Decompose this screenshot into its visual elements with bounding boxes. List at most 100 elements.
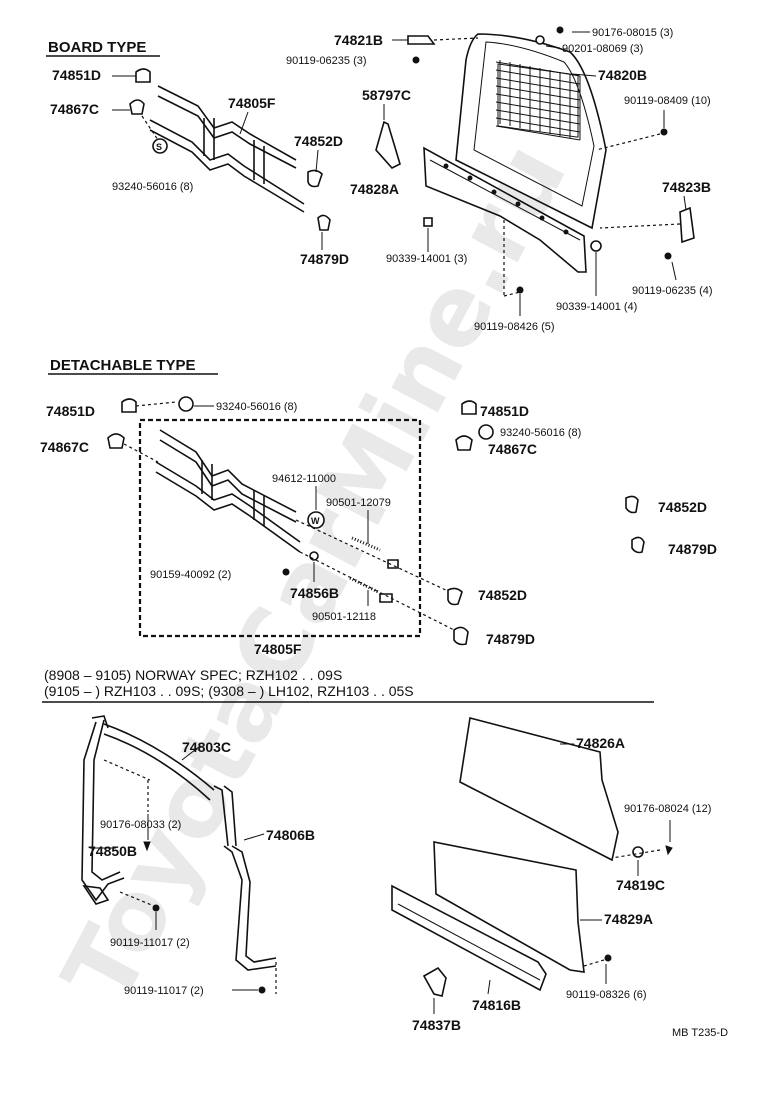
label: 74856B	[290, 585, 339, 601]
grommet-icon	[423, 217, 433, 227]
leader	[571, 73, 597, 77]
dash-leader	[103, 759, 151, 781]
clip-74851D	[135, 68, 151, 83]
label: 90159-40092 (2)	[150, 569, 231, 581]
label: 74851D	[480, 403, 529, 419]
leader	[181, 745, 201, 761]
nut-icon	[535, 35, 545, 45]
bracket-74821B	[407, 35, 436, 45]
label: 90339-14001 (4)	[556, 301, 637, 313]
label: 74852D	[658, 499, 707, 515]
board-type-section: BOARD TYPE S	[46, 26, 713, 333]
spacer-74856B	[309, 551, 319, 561]
clip-74851D-right	[461, 400, 477, 415]
label: 90119-11017 (2)	[124, 985, 204, 997]
label: 74820B	[598, 67, 647, 83]
label: 74819C	[616, 877, 665, 893]
clip-74867C-left	[107, 433, 125, 449]
s-washer-icon	[152, 138, 168, 154]
label: 90119-08409 (10)	[624, 95, 711, 107]
bracket-74837B	[422, 966, 447, 997]
screw-icon	[660, 128, 668, 136]
label: 74867C	[50, 101, 99, 117]
label: 74828A	[350, 181, 399, 197]
label: 90119-08326 (6)	[566, 989, 647, 1001]
dash-leader	[141, 115, 159, 141]
label: 94612-11000	[272, 473, 336, 485]
screw-icon	[152, 904, 160, 912]
label: 90119-06235 (3)	[286, 55, 367, 67]
bar-74805F	[149, 85, 305, 213]
label: 74821B	[334, 32, 383, 48]
label: 90501-12118	[312, 611, 376, 623]
leader	[239, 111, 249, 135]
part-74879D	[453, 626, 469, 646]
leader	[243, 833, 265, 841]
label: 93240-56016 (8)	[216, 401, 297, 413]
label: 74879D	[300, 251, 349, 267]
label: 90339-14001 (3)	[386, 253, 467, 265]
dash-leader	[123, 443, 159, 463]
bracket-74823B	[679, 206, 695, 244]
rail-74816B	[391, 884, 547, 992]
dash-leader	[595, 133, 661, 151]
label: 90201-08069 (3)	[562, 43, 643, 55]
bar-74803C	[103, 723, 215, 801]
label: 74850B	[88, 843, 137, 859]
dash-leader	[119, 891, 155, 907]
label: 90176-08015 (3)	[592, 27, 673, 39]
leader	[683, 195, 687, 211]
label: 90119-06235 (4)	[632, 285, 713, 297]
clip-74851D-left	[121, 398, 137, 413]
screw-icon	[258, 986, 266, 994]
spring-90501-12079	[351, 536, 381, 552]
label: 74826A	[576, 735, 625, 751]
dash-leader	[135, 401, 177, 407]
label: 74806B	[266, 827, 315, 843]
leader	[487, 979, 491, 995]
screw-icon	[143, 841, 151, 852]
s-mark: S	[156, 142, 162, 152]
screw-icon	[556, 26, 564, 34]
dash-leader	[583, 959, 605, 967]
label: 74805F	[228, 95, 276, 111]
label: 93240-56016 (8)	[500, 427, 581, 439]
w-mark: W	[311, 516, 320, 526]
s-washer-icon	[478, 424, 494, 440]
label: 74803C	[182, 739, 231, 755]
screw-icon	[516, 286, 524, 294]
clip-74867C	[129, 99, 145, 115]
spec-line-1: (8908 – 9105) NORWAY SPEC; RZH102 . . 09…	[44, 667, 342, 683]
clip-74867C-right	[455, 435, 473, 451]
screw-icon	[664, 252, 672, 260]
frame-74850B	[81, 715, 125, 905]
label: 74805F	[254, 641, 302, 657]
label: 90119-08426 (5)	[474, 321, 555, 333]
label: 74851D	[52, 67, 101, 83]
screw-icon	[665, 845, 673, 856]
label: 74867C	[488, 441, 537, 457]
dash-leader	[503, 291, 521, 297]
grommet-icon	[590, 240, 602, 252]
pin-icon	[379, 593, 393, 603]
part-74852D-loose	[625, 495, 639, 514]
dash-leader	[295, 519, 451, 593]
bar-74806B	[213, 785, 277, 971]
bolt-icon	[412, 56, 420, 64]
dash-leader	[433, 37, 479, 41]
panel-74829A	[433, 841, 585, 973]
detachable-type-section: DETACHABLE TYPE W	[40, 357, 717, 657]
part-74852D	[307, 169, 323, 188]
spec-section: (8908 – 9105) NORWAY SPEC; RZH102 . . 09…	[42, 667, 728, 1039]
label: 58797C	[362, 87, 411, 103]
label: 74879D	[668, 541, 717, 557]
spec-line-2: (9105 – ) RZH103 . . 09S; (9308 – ) LH10…	[44, 683, 414, 699]
panel-74820B	[455, 33, 607, 230]
s-washer-icon	[178, 396, 194, 412]
detachable-type-title: DETACHABLE TYPE	[50, 357, 196, 374]
part-74879D-loose	[631, 536, 645, 554]
leader	[315, 149, 319, 173]
label: 74851D	[46, 403, 95, 419]
label: 74829A	[604, 911, 653, 927]
